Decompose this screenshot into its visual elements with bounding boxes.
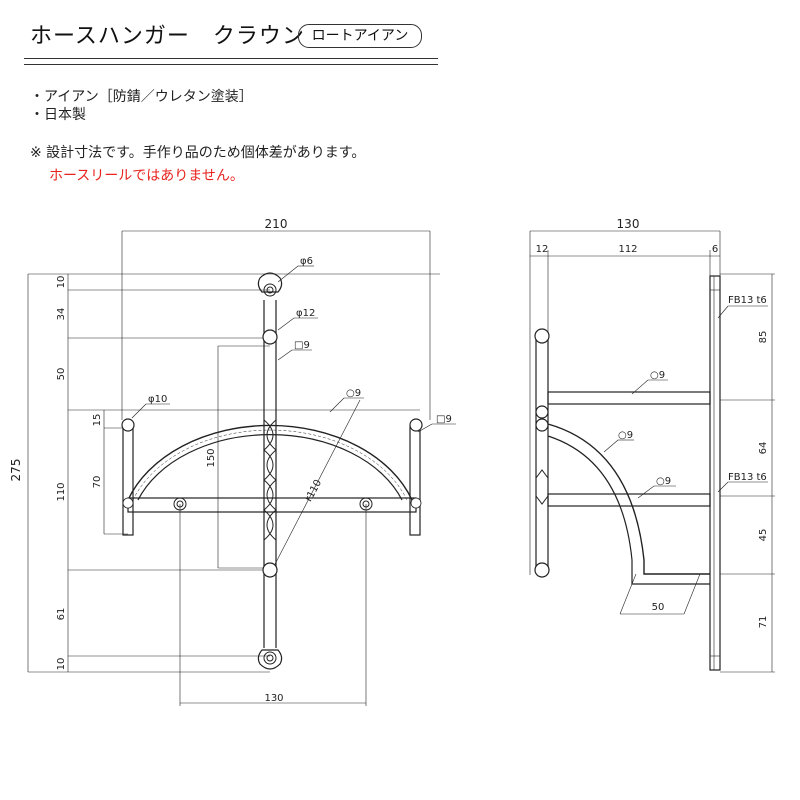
label-square-bar: □9 [294, 340, 310, 351]
title-rule-upper [24, 58, 438, 59]
material-badge: ロートアイアン [298, 24, 422, 48]
dim-front-seg-4: 110 [56, 482, 67, 501]
side-dimension-lines [529, 230, 775, 673]
spec-origin: ・日本製 [30, 107, 86, 123]
label-radius: r110 [303, 478, 324, 504]
label-round-b: ○9 [618, 430, 633, 441]
dim-side-right-64: 64 [758, 442, 769, 455]
dim-side-right-45: 45 [758, 529, 769, 542]
dim-front-seg-5: 61 [56, 608, 67, 621]
spec-material: ・アイアン［防錆／ウレタン塗装］ [30, 89, 253, 105]
label-flat-bar-top: FB13 t6 [728, 295, 767, 306]
warning-text: ホースリールではありません。 [49, 168, 244, 184]
dim-side-right-85: 85 [758, 331, 769, 344]
dim-side-seg-112: 112 [618, 244, 637, 255]
dim-side-70: 70 [92, 476, 103, 489]
dim-front-seg-3: 50 [56, 368, 67, 381]
label-hole-top: φ6 [300, 256, 313, 267]
dim-width-total: 210 [265, 217, 288, 231]
dim-front-seg-1: 10 [56, 276, 67, 289]
design-note: ※ 設計寸法です。手作り品のため個体差があります。 [30, 145, 366, 161]
label-ball: φ10 [148, 394, 167, 405]
page-title: ホースハンガー クラウン [30, 24, 305, 49]
dim-side-seg-12: 12 [536, 244, 549, 255]
front-view [27, 230, 456, 706]
dim-height-total: 275 [9, 459, 23, 482]
dim-side-15: 15 [92, 414, 103, 427]
dim-base-length: 50 [652, 602, 665, 613]
title-rule-lower [24, 64, 438, 65]
label-hole-mid: φ12 [296, 308, 315, 319]
dim-bottom-130: 130 [264, 693, 283, 704]
label-side-bar: □9 [436, 414, 452, 425]
side-view [529, 230, 775, 673]
dim-front-seg-6: 10 [56, 658, 67, 671]
dim-side-seg-6: 6 [712, 244, 718, 255]
dim-side-width: 130 [617, 217, 640, 231]
label-round-c: ○9 [656, 476, 671, 487]
label-round-a: ○9 [650, 370, 665, 381]
label-flat-bar-mid: FB13 t6 [728, 472, 767, 483]
front-dimension-lines [27, 230, 456, 706]
dim-front-seg-2: 34 [56, 308, 67, 321]
label-arc-bar: ○9 [346, 388, 361, 399]
dim-side-right-71: 71 [758, 616, 769, 629]
dim-bar-150: 150 [206, 448, 217, 467]
